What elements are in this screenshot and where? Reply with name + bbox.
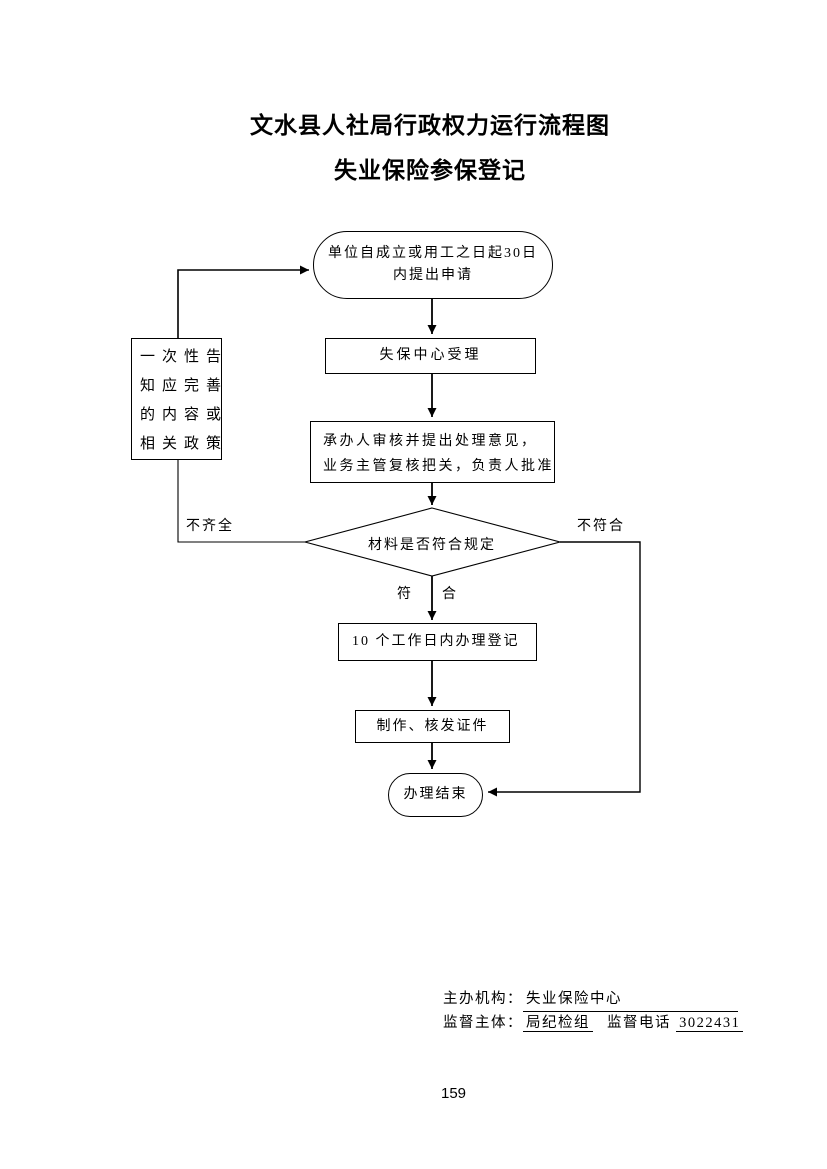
footer-organizer-row: 主办机构：失业保险中心 bbox=[443, 988, 743, 1012]
start-node: 单位自成立或用工之日起30日 内提出申请 bbox=[313, 231, 553, 299]
phone-number: 3022431 bbox=[676, 1015, 744, 1032]
review-box: 承办人审核并提出处理意见， 业务主管复核把关，负责人批准 bbox=[310, 421, 555, 483]
organizer-label: 主办机构： bbox=[443, 991, 523, 1007]
footer: 主办机构：失业保险中心 监督主体：局纪检组监督电话 3022431 bbox=[443, 988, 744, 1035]
page-subtitle: 失业保险参保登记 bbox=[334, 157, 526, 183]
start-node-line1: 单位自成立或用工之日起30日 bbox=[328, 246, 538, 261]
issue-box-label: 制作、核发证件 bbox=[376, 718, 489, 734]
notify-box-line3: 的内容或 bbox=[140, 407, 229, 423]
loop-decision-to-notify bbox=[177, 460, 305, 543]
footer-supervisor-row: 监督主体：局纪检组监督电话 3022431 bbox=[443, 1012, 744, 1035]
decision-label: 材料是否符合规定 bbox=[368, 538, 496, 553]
end-node: 办理结束 bbox=[388, 773, 483, 817]
issue-box: 制作、核发证件 bbox=[355, 710, 510, 743]
supervisor-label: 监督主体： bbox=[443, 1015, 523, 1031]
branch-label-conform-right: 合 bbox=[442, 587, 458, 602]
branch-label-conform-left: 符 bbox=[397, 587, 413, 602]
phone-label: 监督电话 bbox=[607, 1015, 671, 1031]
supervisor-value: 局纪检组 bbox=[523, 1015, 593, 1032]
page-title: 文水县人社局行政权力运行流程图 bbox=[250, 112, 610, 138]
notify-box: 一次性告 知应完善 的内容或 相关政策 bbox=[131, 338, 222, 460]
page-number: 159 bbox=[441, 1085, 467, 1102]
branch-label-not-conform: 不符合 bbox=[577, 519, 625, 534]
loop-decision-to-end bbox=[488, 541, 641, 797]
notify-box-line1: 一次性告 bbox=[140, 349, 229, 365]
decision-diamond bbox=[302, 507, 563, 577]
start-node-line2: 内提出申请 bbox=[393, 268, 473, 283]
accept-box-label: 失保中心受理 bbox=[379, 348, 482, 363]
loop-notify-to-start bbox=[177, 265, 309, 338]
accept-box: 失保中心受理 bbox=[325, 338, 536, 374]
notify-box-line4: 相关政策 bbox=[140, 436, 229, 452]
review-box-line2: 业务主管复核把关，负责人批准 bbox=[323, 459, 554, 474]
organizer-value: 失业保险中心 bbox=[523, 988, 738, 1012]
register-box-label: 10 个工作日内办理登记 bbox=[352, 634, 520, 649]
branch-label-incomplete: 不齐全 bbox=[186, 519, 234, 534]
review-box-line1: 承办人审核并提出处理意见， bbox=[323, 434, 538, 449]
notify-box-line2: 知应完善 bbox=[140, 378, 229, 394]
register-box: 10 个工作日内办理登记 bbox=[338, 623, 537, 661]
end-node-label: 办理结束 bbox=[403, 787, 468, 802]
